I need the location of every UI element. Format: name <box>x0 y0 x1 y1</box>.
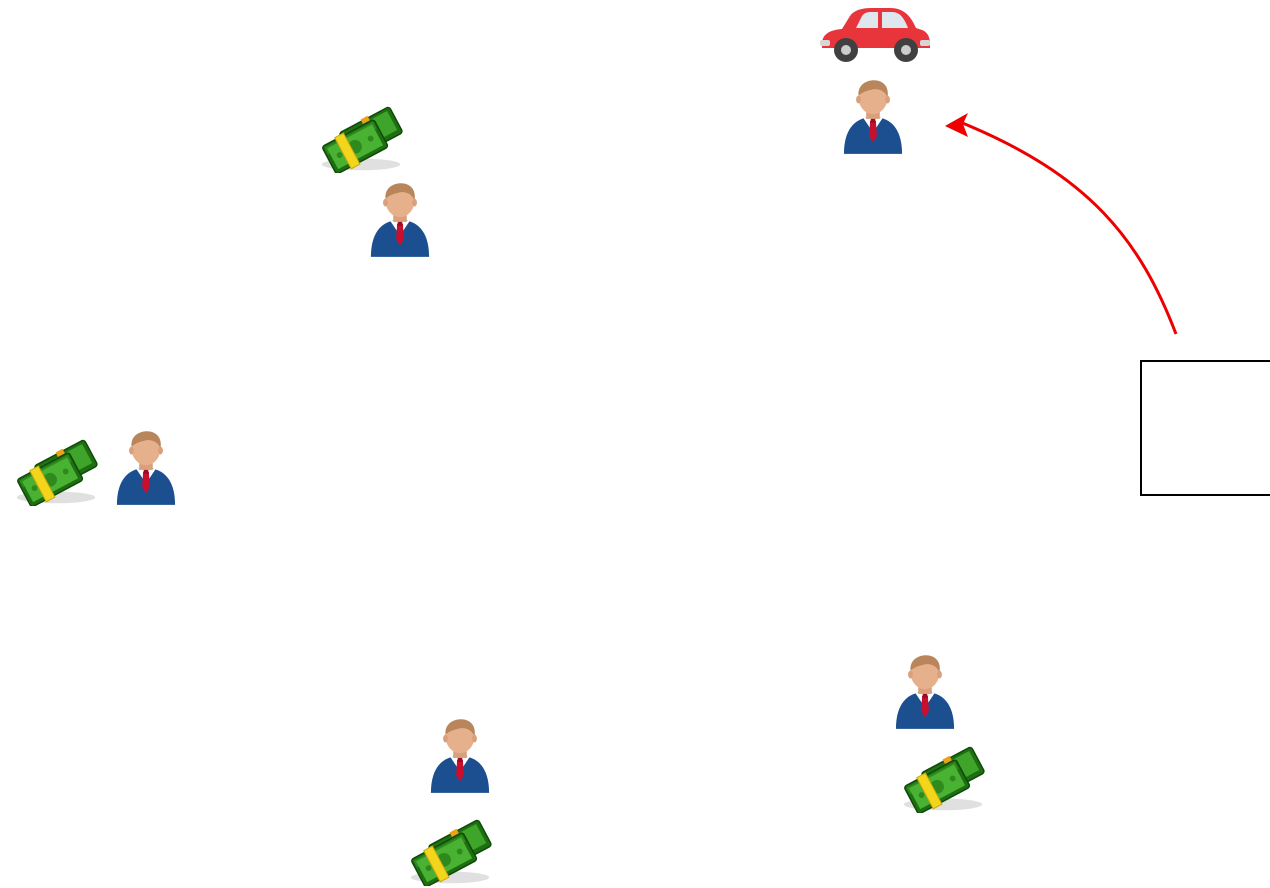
businessman-icon <box>115 428 177 508</box>
businessman-icon <box>369 180 431 260</box>
money-stack-icon <box>896 741 990 813</box>
businessman-icon <box>429 716 491 796</box>
curved-arrow-line <box>960 122 1176 334</box>
car-icon <box>816 4 932 68</box>
money-stack-icon <box>9 434 103 506</box>
businessman-icon <box>842 77 904 157</box>
empty-box[interactable] <box>1140 360 1270 496</box>
money-stack-icon <box>403 814 497 886</box>
money-stack-icon <box>314 101 408 173</box>
businessman-icon <box>894 652 956 732</box>
arrowhead-icon <box>945 113 968 137</box>
